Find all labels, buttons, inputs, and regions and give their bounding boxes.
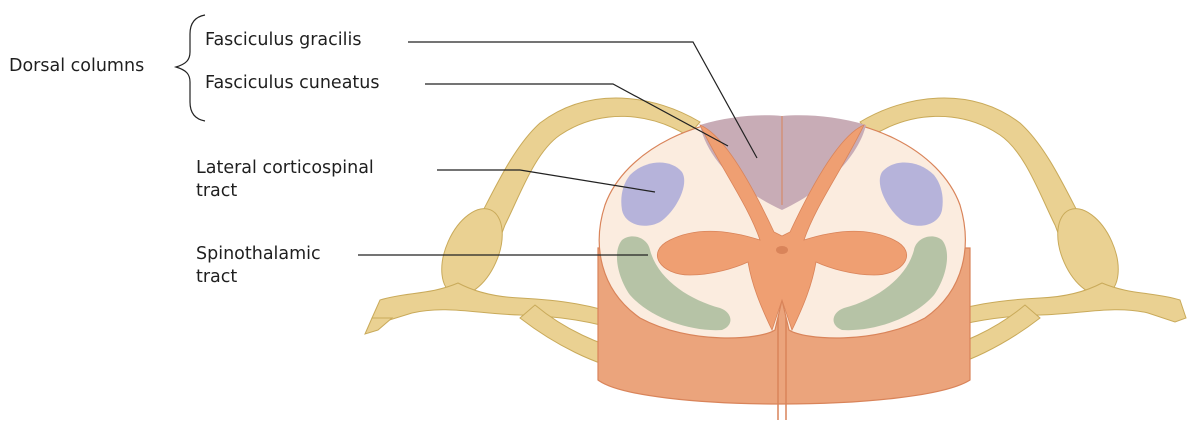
lateral-corticospinal-tract-label: Lateral corticospinal tract (196, 157, 374, 203)
lateral-corticospinal-label-line1: Lateral corticospinal (196, 157, 374, 180)
spinothalamic-label-line1: Spinothalamic (196, 243, 321, 266)
left-nerve-branch (365, 318, 392, 334)
left-spinal-nerve-trunk (372, 283, 628, 332)
spinothalamic-label-line2: tract (196, 266, 321, 289)
dorsal-columns-brace (176, 15, 205, 121)
dorsal-columns-label: Dorsal columns (9, 55, 144, 78)
lateral-corticospinal-label-line2: tract (196, 180, 374, 203)
central-canal (776, 246, 788, 254)
fasciculus-gracilis-label: Fasciculus gracilis (205, 29, 361, 52)
spinothalamic-tract-label: Spinothalamic tract (196, 243, 321, 289)
fasciculus-cuneatus-label: Fasciculus cuneatus (205, 72, 380, 95)
